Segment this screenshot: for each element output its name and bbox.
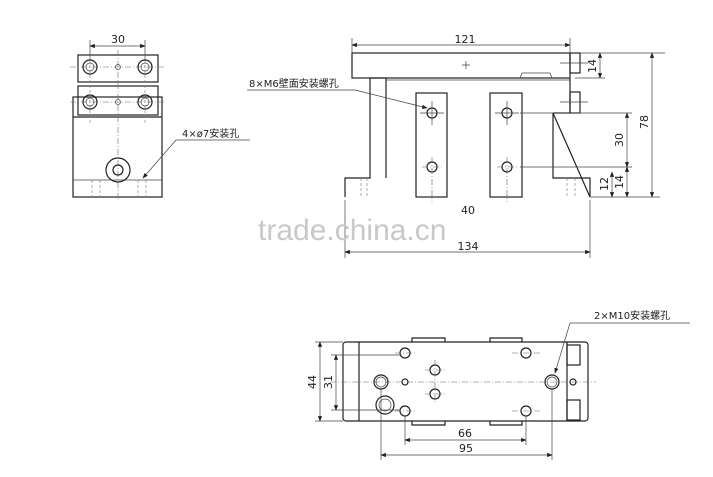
front-top-plate: [351, 52, 571, 79]
side-hole-callout: 4×ø7安装孔: [182, 127, 239, 140]
dim-mount-spacing-95: 95: [459, 442, 473, 455]
front-m6-holes: [420, 101, 519, 202]
watermark: trade.china.cn: [258, 214, 446, 247]
side-body: [72, 96, 163, 198]
front-fitting-lower: [569, 91, 581, 114]
dim-partial: 40: [461, 204, 475, 217]
side-view: 30 4×ø7安装孔: [70, 33, 250, 200]
side-bolt-holes: [82, 59, 153, 110]
dim-top-length: 121: [455, 33, 476, 46]
bottom-body: [342, 341, 589, 422]
center-mark-icon: [462, 61, 470, 69]
bottom-view: 44 31 66 95 2×M10安装螺孔: [306, 309, 690, 460]
dim-hole-spacing: 30: [613, 133, 626, 147]
dim-inner-width: 31: [322, 375, 335, 389]
dim-base-length: 134: [458, 240, 479, 253]
dim-hole-spacing-66: 66: [458, 427, 472, 440]
dim-lower-12: 12: [598, 177, 611, 191]
front-slot-left: [415, 92, 448, 198]
front-hole-callout: 8×M6壁面安装螺孔: [249, 77, 339, 90]
dim-total-height: 78: [638, 115, 651, 129]
dim-side-width: 30: [111, 33, 125, 46]
front-view: 121 134 40 78 14 30 14 12 8×M6壁面安装螺孔: [247, 33, 665, 258]
front-slot-right: [489, 92, 523, 198]
dim-lower-14: 14: [613, 175, 626, 189]
bottom-hole-callout: 2×M10安装螺孔: [594, 309, 670, 322]
dim-bottom-width: 44: [306, 375, 319, 389]
side-port-circle: [105, 157, 131, 183]
front-body-outline: [344, 78, 591, 198]
dim-top-thickness: 14: [586, 59, 599, 73]
